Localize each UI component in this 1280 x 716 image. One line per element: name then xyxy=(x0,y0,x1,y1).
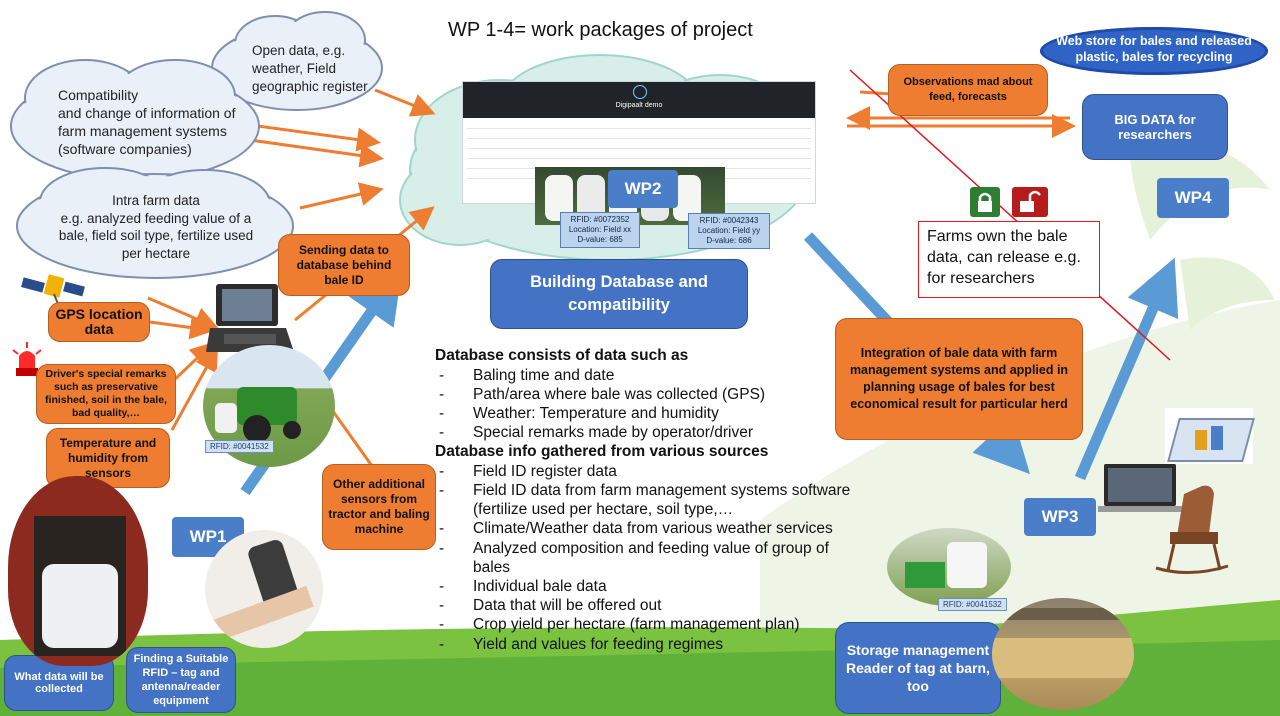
alarm-light-icon xyxy=(12,342,42,376)
list-item: Climate/Weather data from various weathe… xyxy=(435,519,855,538)
farms-own-data-box: Farms own the bale data, can release e.g… xyxy=(918,221,1100,298)
web-store-text: Web store for bales and released plastic… xyxy=(1056,34,1252,64)
barn-bale-photo xyxy=(8,476,148,666)
list-item: Baling time and date xyxy=(435,366,855,385)
list-item: Crop yield per hectare (farm management … xyxy=(435,615,855,634)
compatibility-cloud xyxy=(10,59,260,181)
driver-remarks-box: Driver's special remarks such as preserv… xyxy=(36,364,176,424)
intra-line-4: per hectare xyxy=(121,245,191,261)
list-item: Special remarks made by operator/driver xyxy=(435,423,855,442)
wp4-label: WP4 xyxy=(1157,178,1229,218)
list-item: Data that will be offered out xyxy=(435,596,855,615)
list-item: Weather: Temperature and humidity xyxy=(435,404,855,423)
wrapper-rfid-tag: RFID: #0041532 xyxy=(938,598,1007,611)
big-data-box: BIG DATA for researchers xyxy=(1082,94,1228,160)
gps-location-box: GPS location data xyxy=(48,302,150,342)
satellite-icon xyxy=(21,274,85,305)
sending-data-box: Sending data to database behind bale ID xyxy=(278,234,410,296)
compat-line-3: farm management systems xyxy=(58,123,227,139)
db-heading-2: Database info gathered from various sour… xyxy=(435,443,769,461)
rfid-right-id: RFID: #0042343 xyxy=(699,216,759,225)
intra-line-2: e.g. analyzed feeding value of a xyxy=(60,210,252,226)
rfid-label-left: RFID: #0072352 Location: Field xx D-valu… xyxy=(560,212,640,248)
intra-line-1: Intra farm data xyxy=(112,193,200,208)
list-item: Field ID data from farm management syste… xyxy=(435,481,855,519)
db-list-1: Baling time and date Path/area where bal… xyxy=(435,366,855,443)
observations-box: Observations mad about feed, forecasts xyxy=(888,64,1048,116)
open-data-text: Open data, e.g. weather, Field geographi… xyxy=(252,43,368,94)
database-description: Database consists of data such as Baling… xyxy=(435,346,855,654)
list-item: Path/area where bale was collected (GPS) xyxy=(435,385,855,404)
integration-box: Integration of bale data with farm manag… xyxy=(835,318,1083,440)
list-item: Yield and values for feeding regimes xyxy=(435,635,855,654)
web-store-oval xyxy=(1040,27,1268,75)
wp1-label: WP1 xyxy=(172,517,244,557)
list-item: Analyzed composition and feeding value o… xyxy=(435,539,855,577)
screenshot-title: Digipaalt demo xyxy=(615,102,663,109)
rfid-reader-photo xyxy=(205,530,323,648)
wp2-label-front: WP2 xyxy=(608,170,678,208)
barn-feeding-photo xyxy=(992,598,1134,710)
db-list-2: Field ID register data Field ID data fro… xyxy=(435,462,855,654)
rfid-right-dvalue: D-value: 686 xyxy=(706,236,752,245)
intra-farm-text: Intra farm data e.g. analyzed feeding va… xyxy=(20,192,292,262)
react-logo-icon xyxy=(633,85,647,99)
rfid-left-dvalue: D-value: 685 xyxy=(577,235,623,244)
intra-line-3: bale, field soil type, fertilize used xyxy=(58,228,254,243)
bale-wrapper-photo xyxy=(887,528,1011,606)
tablet-chart-icon xyxy=(1165,408,1255,464)
compat-line-1: Compatibility xyxy=(58,87,139,103)
list-item: Field ID register data xyxy=(435,462,855,481)
rfid-left-id: RFID: #0072352 xyxy=(570,215,630,224)
other-sensors-box: Other additional sensors from tractor an… xyxy=(322,464,436,550)
lock-closed-icon xyxy=(970,187,1000,217)
open-data-cloud xyxy=(211,11,383,111)
wp3-label: WP3 xyxy=(1024,498,1096,536)
diagram-title: WP 1-4= work packages of project xyxy=(448,19,753,41)
compat-line-2: and change of information of xyxy=(58,105,236,121)
rfid-left-location: Location: Field xx xyxy=(568,225,632,234)
db-heading-1: Database consists of data such as xyxy=(435,347,689,364)
building-database-box: Building Database and compatibility xyxy=(490,259,748,329)
laptop-icon xyxy=(1098,462,1186,518)
list-item: Individual bale data xyxy=(435,577,855,596)
intra-farm-cloud xyxy=(16,167,294,279)
rfid-right-location: Location: Field yy xyxy=(697,226,761,235)
compat-line-4: (software companies) xyxy=(58,141,192,157)
field-rfid-tag: RFID: #0041532 xyxy=(205,440,274,453)
finding-rfid-box: Finding a Suitable RFID – tag and antenn… xyxy=(126,647,236,713)
screenshot-header: Digipaalt demo xyxy=(463,82,815,118)
rfid-label-right: RFID: #0042343 Location: Field yy D-valu… xyxy=(688,213,770,249)
rocking-chair-icon xyxy=(1155,485,1229,575)
lock-open-icon xyxy=(1012,187,1048,217)
storage-management-box: Storage management Reader of tag at barn… xyxy=(835,622,1001,714)
